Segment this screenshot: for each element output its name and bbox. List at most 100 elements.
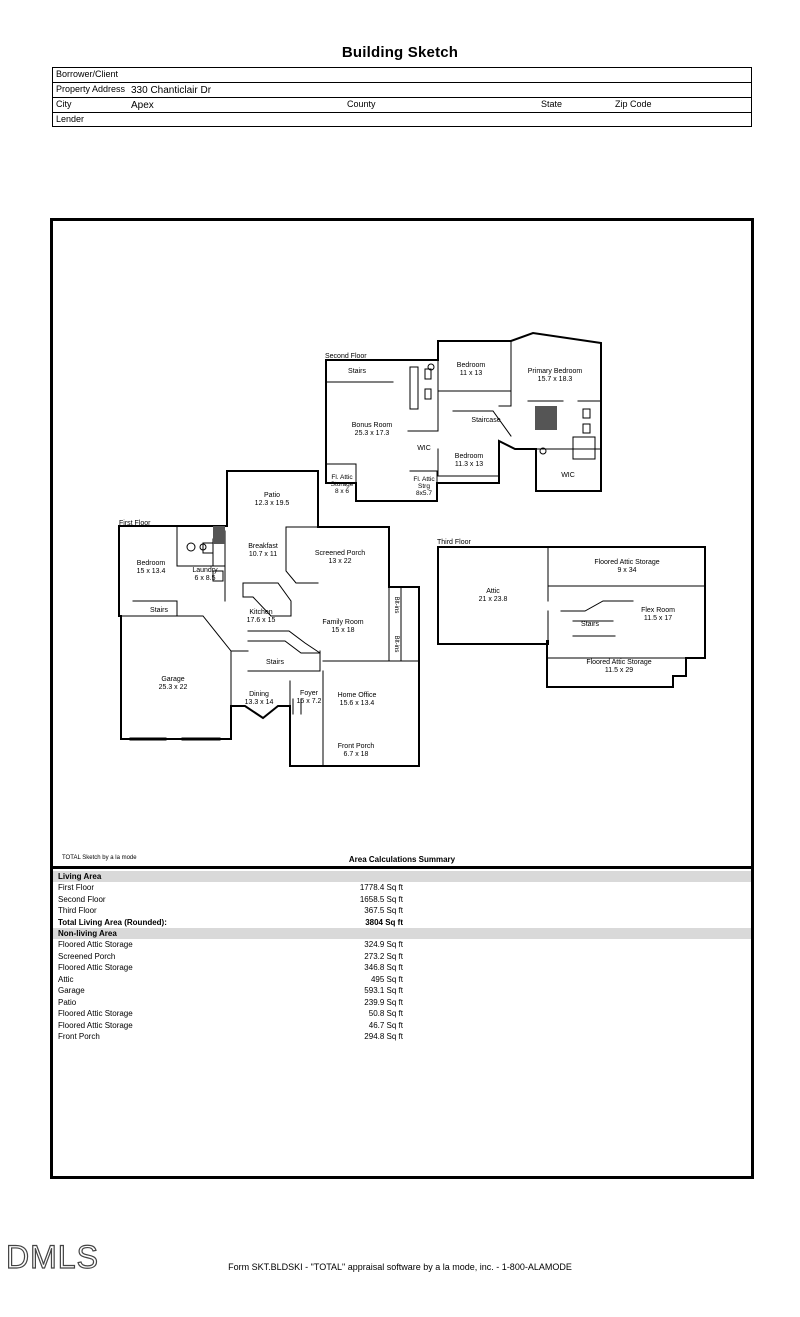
total-living-value: 3804 Sq ft	[365, 917, 403, 927]
toilet-icon	[427, 363, 435, 371]
garage-dim: 25.3 x 22	[159, 684, 188, 691]
property-label: Property Address	[56, 84, 126, 94]
area-row-label: Floored Attic Storage	[58, 963, 133, 972]
toilet-icon	[199, 543, 207, 551]
area-row-value: 593.1 Sq ft	[364, 986, 403, 995]
front-porch-dim: 6.7 x 18	[344, 751, 369, 758]
bedroom2-label: Bedroom	[457, 362, 486, 369]
area-row-value: 239.9 Sq ft	[364, 997, 403, 1007]
floored-attic-b-dim: 11.5 x 29	[605, 667, 633, 674]
fireplace-icon	[213, 526, 225, 544]
area-row-value: 1778.4 Sq ft	[359, 883, 403, 892]
blt-ins-label-1: Blt-ins	[393, 597, 399, 614]
county-label: County	[347, 99, 376, 109]
attic-label: Attic	[486, 588, 500, 595]
floor-plan-sketch: Second Floor First Floor Third Floor Sta…	[118, 331, 706, 767]
area-row-label: Garage	[58, 986, 85, 995]
garage-label: Garage	[161, 676, 184, 683]
first-floor-bedroom-stairs-label: Stairs	[150, 607, 168, 614]
foyer-label: Foyer	[300, 690, 319, 697]
bedroom1-label: Bedroom	[137, 560, 166, 567]
fl-attic2-dim: 8x5.7	[416, 490, 432, 497]
area-row-value: 367.5 Sq ft	[364, 906, 403, 915]
living-area-header: Living Area	[53, 871, 751, 882]
breakfast-dim: 10.7 x 11	[249, 551, 277, 558]
area-row-label: Patio	[58, 997, 77, 1007]
area-row: Floored Attic Storage 324.9 Sq ft	[53, 939, 751, 951]
floor-labels: Second Floor First Floor Third Floor	[119, 353, 472, 546]
third-floor-stairs-label: Stairs	[581, 621, 599, 628]
breakfast-label: Breakfast	[248, 543, 278, 550]
fl-attic1-line1: Fl. Attic	[331, 474, 353, 481]
main-stairs-label: Stairs	[266, 659, 284, 666]
fl-attic2-line2: Strg	[418, 483, 430, 490]
area-row-value: 50.8 Sq ft	[368, 1009, 403, 1018]
toilet-icon	[539, 447, 547, 455]
wic-label-2: WIC	[561, 472, 575, 479]
flex-room-dim: 11.5 x 17	[644, 615, 672, 622]
calc-divider	[53, 866, 751, 869]
lender-label: Lender	[56, 114, 85, 124]
primary-bedroom-label: Primary Bedroom	[528, 368, 583, 375]
area-row: Screened Porch 273.2 Sq ft	[53, 951, 751, 963]
area-calculations: Living Area First Floor 1778.4 Sq ft Sec…	[53, 871, 751, 1043]
area-row-value: 1658.5 Sq ft	[359, 894, 403, 904]
laundry-dim: 6 x 8.5	[194, 575, 215, 582]
area-row: Floored Attic Storage 346.8 Sq ft	[53, 962, 751, 974]
sketch-credit: TOTAL Sketch by a la mode	[62, 855, 137, 861]
area-row-label: Screened Porch	[58, 951, 116, 961]
page-title: Building Sketch	[341, 44, 459, 61]
flex-room-label: Flex Room	[641, 607, 675, 614]
second-floor-plan	[325, 331, 602, 502]
area-row: Patio 239.9 Sq ft	[53, 997, 751, 1009]
borrower-row: Borrower/Client	[53, 68, 751, 83]
bedroom2-dim: 11 x 13	[460, 370, 483, 377]
area-row: Floored Attic Storage 46.7 Sq ft	[53, 1020, 751, 1032]
area-row: First Floor 1778.4 Sq ft	[53, 882, 751, 894]
wic-label-1: WIC	[417, 445, 431, 452]
blt-ins-label-2: Blt-ins	[393, 636, 399, 653]
area-row-value: 294.8 Sq ft	[364, 1032, 403, 1041]
non-living-area-header: Non-living Area	[53, 928, 751, 939]
first-floor-label: First Floor	[119, 520, 151, 527]
area-row-value: 324.9 Sq ft	[364, 940, 403, 949]
area-calc-title: Area Calculations Summary	[348, 855, 456, 864]
area-row-label: Front Porch	[58, 1032, 100, 1041]
property-row: Property Address 330 Chanticlair Dr	[53, 83, 751, 98]
area-row: Floored Attic Storage 50.8 Sq ft	[53, 1008, 751, 1020]
second-floor-label: Second Floor	[325, 353, 367, 360]
kitchen-label: Kitchen	[249, 609, 272, 616]
area-row-label: First Floor	[58, 883, 94, 892]
front-porch-label: Front Porch	[338, 743, 375, 750]
zip-label: Zip Code	[615, 99, 652, 109]
total-living-area-row: Total Living Area (Rounded): 3804 Sq ft	[53, 917, 751, 929]
page-footer: Form SKT.BLDSKI - "TOTAL" appraisal soft…	[228, 1262, 572, 1272]
screened-porch-dim: 13 x 22	[329, 558, 352, 565]
city-value: Apex	[131, 100, 154, 111]
total-living-label: Total Living Area (Rounded):	[58, 917, 167, 927]
bonus-room-label: Bonus Room	[352, 422, 393, 429]
fl-attic1-line2: Storage	[331, 481, 354, 488]
first-floor-plan	[118, 470, 420, 767]
dmls-logo-text: DMLS	[6, 1240, 99, 1274]
fl-attic2-line1: Fl. Attic	[413, 476, 435, 483]
front-porch-outline	[289, 660, 420, 767]
city-label: City	[56, 99, 72, 109]
third-floor-plan	[437, 546, 706, 688]
bedroom3-dim: 11.3 x 13	[455, 461, 483, 468]
laundry-label: Laundry	[192, 567, 218, 574]
attic-dim: 21 x 23.8	[479, 596, 508, 603]
kitchen-dim: 17.6 x 15	[247, 617, 276, 624]
area-row-value: 346.8 Sq ft	[364, 963, 403, 972]
third-floor-label: Third Floor	[437, 539, 472, 546]
family-room-label: Family Room	[322, 619, 363, 626]
family-room-dim: 15 x 18	[332, 627, 355, 634]
screened-porch-label: Screened Porch	[315, 550, 365, 557]
area-row: Garage 593.1 Sq ft	[53, 985, 751, 997]
header-table: Borrower/Client Property Address 330 Cha…	[52, 67, 752, 127]
area-row-label: Second Floor	[58, 894, 106, 904]
foyer-dim: 16 x 7.2	[297, 698, 322, 705]
fl-attic1-dim: 8 x 6	[335, 488, 349, 495]
floored-attic-a-label: Floored Attic Storage	[594, 559, 659, 566]
area-row: Attic 495 Sq ft	[53, 974, 751, 986]
